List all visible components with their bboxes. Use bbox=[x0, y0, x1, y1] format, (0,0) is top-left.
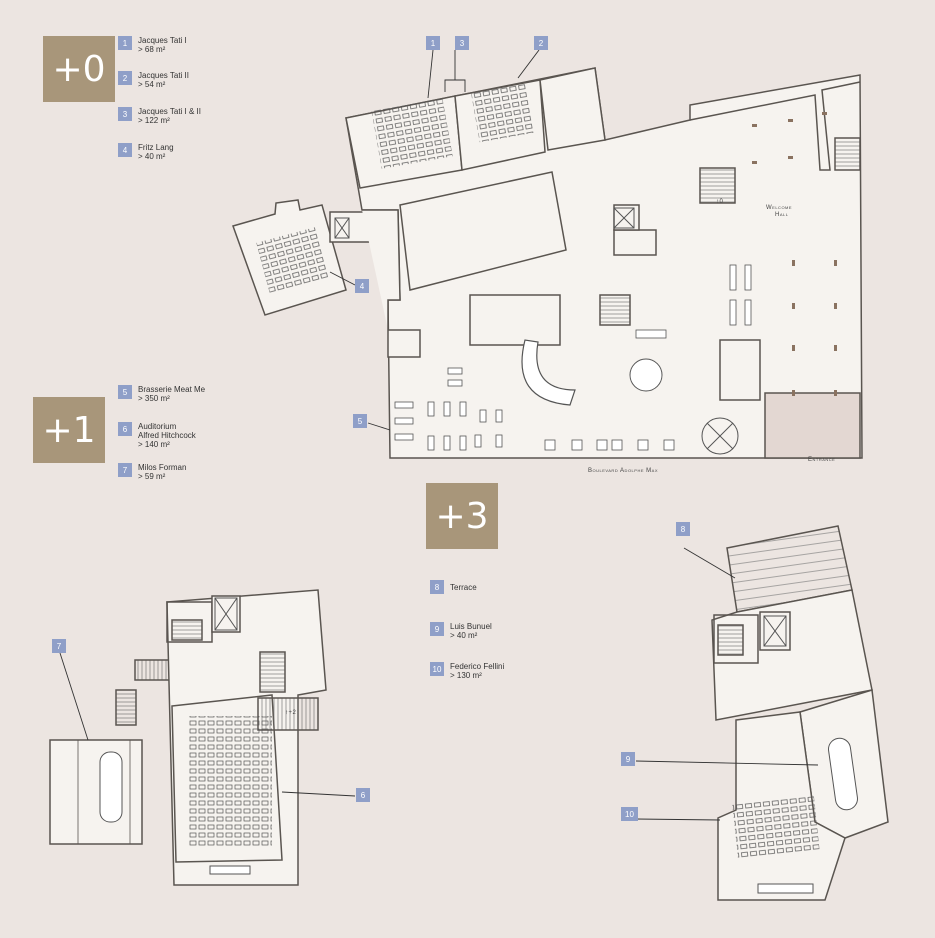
room-name-line2: Alfred Hitchcock bbox=[138, 431, 196, 440]
room-number-badge: 4 bbox=[118, 143, 132, 157]
legend-item[interactable]: 8 Terrace bbox=[430, 580, 477, 594]
room-name: Auditorium bbox=[138, 422, 177, 431]
room-number-badge: 1 bbox=[118, 36, 132, 50]
room-area: > 40 m² bbox=[450, 631, 478, 640]
callout-4[interactable]: 4 bbox=[355, 279, 369, 293]
room-name: Jacques Tati I & II bbox=[138, 107, 201, 116]
arrow-ground-label: ↑0 bbox=[716, 199, 724, 205]
legend-item[interactable]: 4 Fritz Lang> 40 m² bbox=[118, 143, 174, 161]
room-area: > 122 m² bbox=[138, 116, 170, 125]
legend-item[interactable]: 7 Milos Forman> 59 m² bbox=[118, 463, 186, 481]
first-floor-seating bbox=[99, 597, 272, 875]
callout-2[interactable]: 2 bbox=[534, 36, 548, 50]
room-number-badge: 7 bbox=[118, 463, 132, 477]
room-area: > 54 m² bbox=[138, 80, 166, 89]
legend-item[interactable]: 2 Jacques Tati II> 54 m² bbox=[118, 71, 189, 89]
legend-item[interactable]: 1 Jacques Tati I> 68 m² bbox=[118, 36, 187, 54]
third-floor-seating bbox=[732, 615, 858, 894]
ground-floor-seating bbox=[256, 83, 837, 455]
room-area: > 140 m² bbox=[138, 440, 170, 449]
callout-3[interactable]: 3 bbox=[455, 36, 469, 50]
entrance-label: Entrance bbox=[808, 457, 836, 463]
room-number-badge: 6 bbox=[118, 422, 132, 436]
legend-item[interactable]: 3 Jacques Tati I & II> 122 m² bbox=[118, 107, 201, 125]
room-number-badge: 9 bbox=[430, 622, 444, 636]
callout-6[interactable]: 6 bbox=[356, 788, 370, 802]
welcome-label: Welcome bbox=[766, 205, 793, 211]
callout-10[interactable]: 10 bbox=[621, 807, 638, 821]
room-name: Milos Forman bbox=[138, 463, 187, 472]
callout-8[interactable]: 8 bbox=[676, 522, 690, 536]
room-number-badge: 8 bbox=[430, 580, 444, 594]
callout-leaders bbox=[59, 49, 819, 821]
room-area: > 350 m² bbox=[138, 394, 170, 403]
callout-5[interactable]: 5 bbox=[353, 414, 367, 428]
room-number-badge: 2 bbox=[118, 71, 132, 85]
legend-item[interactable]: 10 Federico Fellini> 130 m² bbox=[430, 662, 504, 680]
floor-badge-first: +1 bbox=[33, 397, 105, 463]
room-name: Luis Bunuel bbox=[450, 622, 492, 631]
boulevard-label: Boulevard Adolphe Max bbox=[588, 468, 658, 474]
callout-9[interactable]: 9 bbox=[621, 752, 635, 766]
room-area: > 59 m² bbox=[138, 472, 166, 481]
floor-badge-third: +3 bbox=[426, 483, 498, 549]
room-name: Federico Fellini bbox=[450, 662, 505, 671]
room-area: > 40 m² bbox=[138, 152, 166, 161]
room-name: Jacques Tati I bbox=[138, 36, 187, 45]
room-area: > 130 m² bbox=[450, 671, 482, 680]
room-number-badge: 10 bbox=[430, 662, 444, 676]
room-name: Brasserie Meat Me bbox=[138, 385, 206, 394]
legend-item[interactable]: 5 Brasserie Meat Me> 350 m² bbox=[118, 385, 205, 403]
room-name: Terrace bbox=[450, 583, 477, 592]
room-area: > 68 m² bbox=[138, 45, 166, 54]
room-number-badge: 3 bbox=[118, 107, 132, 121]
legend-item[interactable]: 9 Luis Bunuel> 40 m² bbox=[430, 622, 492, 640]
floor-badge-ground: +0 bbox=[43, 36, 115, 102]
hall-label: Hall bbox=[775, 212, 789, 218]
room-name: Jacques Tati II bbox=[138, 71, 189, 80]
room-number-badge: 5 bbox=[118, 385, 132, 399]
room-name: Fritz Lang bbox=[138, 143, 174, 152]
arrow-up-label: ↑+2 bbox=[285, 710, 297, 716]
callout-7[interactable]: 7 bbox=[52, 639, 66, 653]
callout-1[interactable]: 1 bbox=[426, 36, 440, 50]
